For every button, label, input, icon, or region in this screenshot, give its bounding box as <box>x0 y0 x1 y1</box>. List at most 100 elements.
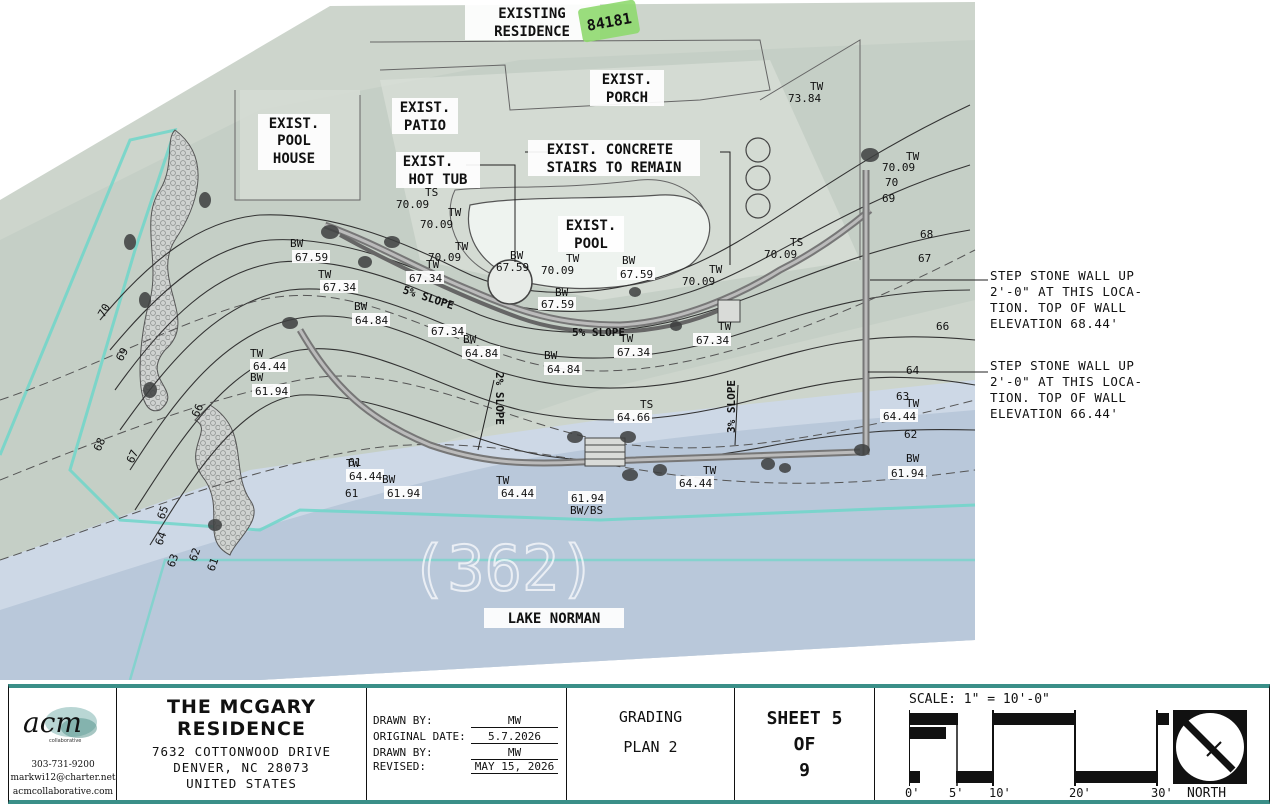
grading-plan: EXISTING RESIDENCE 84181 EXIST. PORCH EX… <box>0 0 1143 680</box>
boulders <box>124 148 879 531</box>
sheet-name-line-2: PLAN 2 <box>623 738 678 756</box>
svg-text:67: 67 <box>918 252 931 265</box>
svg-text:2'-0" AT THIS LOCA-: 2'-0" AT THIS LOCA- <box>990 284 1143 299</box>
project-address-street: 7632 COTTONWOOD DRIVE <box>151 744 332 759</box>
label-exist-stairs: EXIST. CONCRETE STAIRS TO REMAIN <box>528 140 700 176</box>
svg-text:65: 65 <box>155 504 172 521</box>
label-exist-patio: EXIST. PATIO <box>392 98 458 134</box>
svg-text:HOT TUB: HOT TUB <box>408 172 467 188</box>
drawing-info-value: MW <box>471 714 558 728</box>
svg-text:TW: TW <box>455 240 469 253</box>
stone-swale-south <box>194 404 255 556</box>
note-wall-lower: STEP STONE WALL UP 2'-0" AT THIS LOCA- T… <box>990 358 1143 421</box>
slope-label: 3% SLOPE <box>725 380 738 433</box>
svg-text:BW: BW <box>290 237 304 250</box>
svg-text:POOL: POOL <box>277 133 311 149</box>
firm-phone: 303-731-9200 <box>31 760 95 770</box>
svg-text:68: 68 <box>920 228 933 241</box>
svg-text:64.44: 64.44 <box>501 487 534 500</box>
svg-text:68: 68 <box>91 436 108 454</box>
svg-text:64: 64 <box>906 364 920 377</box>
svg-text:RESIDENCE: RESIDENCE <box>494 24 570 40</box>
svg-text:BW/BS: BW/BS <box>570 504 603 517</box>
firm-logo: acm collaborative <box>19 700 97 744</box>
drawing-info-key: DRAWN BY: <box>373 714 433 727</box>
svg-text:BW: BW <box>250 371 264 384</box>
svg-text:70: 70 <box>95 302 113 320</box>
sheet-number-line-3: 9 <box>799 760 810 781</box>
slope-label: 5% SLOPE <box>572 326 625 339</box>
svg-text:TW: TW <box>250 347 264 360</box>
svg-text:70.09: 70.09 <box>882 161 915 174</box>
svg-text:BW: BW <box>463 333 477 346</box>
svg-text:67.34: 67.34 <box>696 334 729 347</box>
sheet-number-cell: SHEET 5 OF 9 <box>735 688 875 800</box>
svg-text:70.09: 70.09 <box>541 264 574 277</box>
project-address-country: UNITED STATES <box>186 776 297 791</box>
logo-mark-text: acm <box>23 706 82 739</box>
svg-text:PORCH: PORCH <box>606 90 648 106</box>
svg-text:TW: TW <box>566 252 580 265</box>
svg-text:62: 62 <box>187 546 204 563</box>
svg-text:POOL: POOL <box>574 236 608 252</box>
svg-text:2'-0" AT THIS LOCA-: 2'-0" AT THIS LOCA- <box>990 374 1143 389</box>
svg-text:67.34: 67.34 <box>617 346 650 359</box>
svg-text:TS: TS <box>790 236 803 249</box>
svg-text:TS: TS <box>425 186 438 199</box>
svg-text:70.09: 70.09 <box>428 251 461 264</box>
label-exist-porch: EXIST. PORCH <box>590 70 664 106</box>
existing-stairs <box>745 137 771 219</box>
svg-text:67.34: 67.34 <box>323 281 356 294</box>
drawing-info-key: DRAWN BY: <box>373 746 433 759</box>
firm-website: acmcollaborative.com <box>12 787 114 797</box>
svg-text:TW: TW <box>906 150 920 163</box>
svg-text:70: 70 <box>885 176 898 189</box>
svg-text:64.44: 64.44 <box>883 410 916 423</box>
svg-text:67.59: 67.59 <box>541 298 574 311</box>
svg-text:BW: BW <box>382 473 396 486</box>
label-exist-pool-house: EXIST. POOL HOUSE <box>258 114 330 170</box>
slope-label: 2% SLOPE <box>493 372 506 425</box>
title-block: acm collaborative 303-731-9200 markwi12@… <box>8 684 1270 804</box>
svg-text:63: 63 <box>165 552 182 569</box>
drawing-info-value: MW <box>471 746 558 760</box>
logo-sub-text: collaborative <box>49 738 81 744</box>
parcel-tag: 84181 <box>578 0 640 43</box>
contour-lines <box>0 104 976 561</box>
svg-text:70.09: 70.09 <box>396 198 429 211</box>
svg-text:HOUSE: HOUSE <box>273 151 315 167</box>
svg-text:61: 61 <box>205 556 222 573</box>
note-wall-upper: STEP STONE WALL UP 2'-0" AT THIS LOCA- T… <box>990 268 1143 331</box>
label-existing-residence: EXISTING RESIDENCE <box>465 4 600 40</box>
sheet-name-cell: GRADING PLAN 2 <box>567 688 735 800</box>
svg-text:EXIST. CONCRETE: EXIST. CONCRETE <box>547 142 673 158</box>
svg-text:TW: TW <box>709 263 723 276</box>
project-address-city: DENVER, NC 28073 <box>173 760 310 775</box>
svg-text:64.44: 64.44 <box>253 360 286 373</box>
svg-text:61.94: 61.94 <box>387 487 420 500</box>
drawing-info-row: ORIGINAL DATE:5.7.2026 <box>373 730 558 744</box>
scale-tick-label: 30' <box>1151 786 1173 800</box>
svg-text:EXIST.: EXIST. <box>269 116 320 132</box>
svg-text:TW: TW <box>703 464 717 477</box>
svg-text:64.84: 64.84 <box>465 347 498 360</box>
svg-text:TW: TW <box>448 206 462 219</box>
svg-text:69: 69 <box>882 192 895 205</box>
svg-text:TW: TW <box>718 320 732 333</box>
svg-text:EXISTING: EXISTING <box>498 6 565 22</box>
svg-text:LAKE NORMAN: LAKE NORMAN <box>508 611 601 627</box>
property-line <box>0 127 976 532</box>
drawing-info-key: REVISED: <box>373 760 426 773</box>
project-title-line-2: RESIDENCE <box>177 718 306 740</box>
